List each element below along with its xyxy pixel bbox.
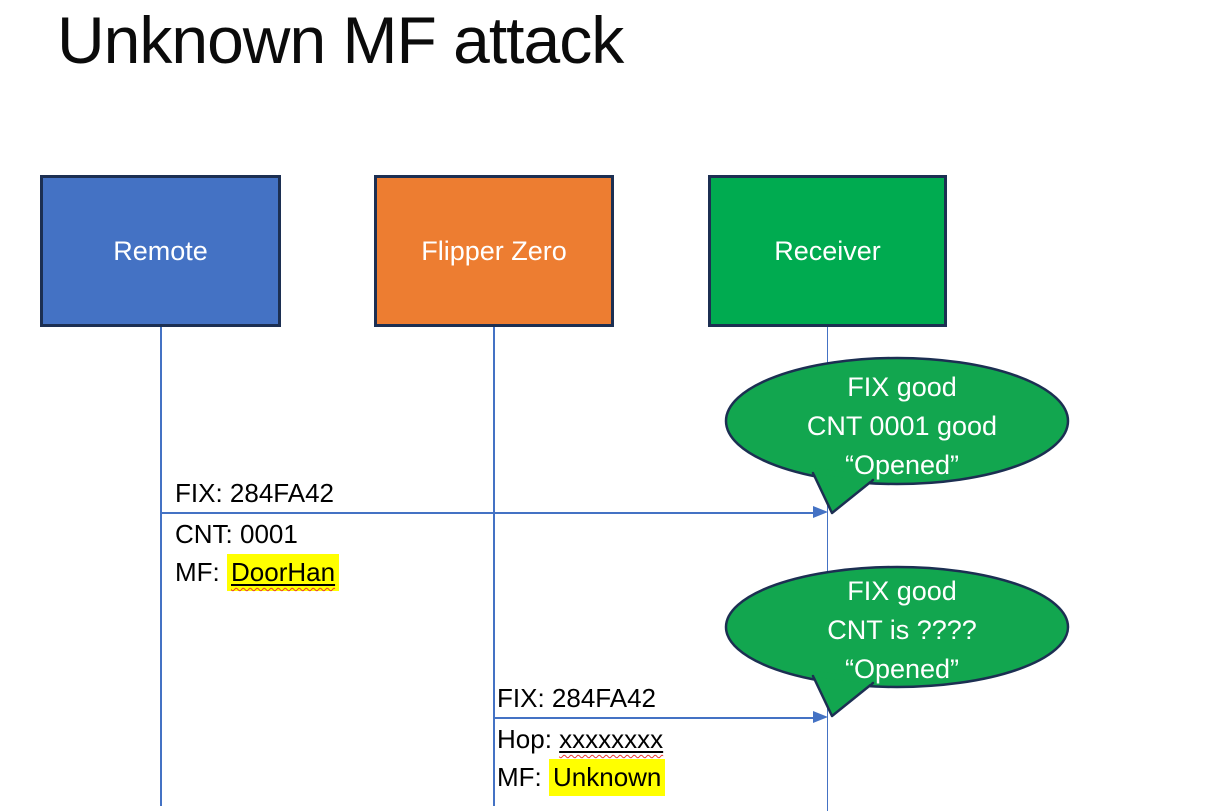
callout-2-text: FIX good CNT is ???? “Opened” (762, 572, 1042, 689)
lifeline-receiver (826, 327, 828, 811)
actor-label-remote: Remote (113, 235, 208, 266)
message-2-hop-prefix: Hop: (497, 724, 560, 754)
message-2-mf-label: MF: Unknown (497, 759, 666, 796)
actor-box-remote: Remote (40, 175, 281, 327)
message-2-mf-value: Unknown (553, 762, 662, 792)
message-1-mf-prefix: MF: (175, 557, 227, 587)
message-1-mf-label: MF: DoorHan (175, 554, 340, 591)
actor-box-flipper-zero: Flipper Zero (374, 175, 614, 327)
message-2-mf-value-highlight: Unknown (549, 759, 666, 796)
callout-1-text: FIX good CNT 0001 good “Opened” (762, 368, 1042, 485)
message-2-arrowhead-icon (813, 711, 828, 723)
message-2-fix-label: FIX: 284FA42 (497, 683, 656, 713)
lifeline-remote (160, 327, 162, 806)
callout-1-line-3: “Opened” (844, 450, 960, 480)
callout-1-line-1: FIX good (847, 372, 957, 402)
message-1-cnt-label: CNT: 0001 (175, 519, 298, 550)
callout-2-line-2: CNT is ???? (827, 615, 977, 645)
message-1-mf-value-highlight: DoorHan (227, 554, 340, 591)
callout-1-line-2: CNT 0001 good (806, 411, 998, 441)
actor-label-flipper-zero: Flipper Zero (421, 235, 567, 266)
message-2-hop-label: Hop: xxxxxxxx (497, 724, 663, 755)
callout-bubble-2 (724, 565, 1070, 718)
actor-box-receiver: Receiver (708, 175, 947, 327)
message-2-mf-prefix: MF: (497, 762, 549, 792)
message-1-cnt-value: 0001 (240, 519, 298, 549)
message-1-arrowhead-icon (813, 506, 828, 518)
callout-2-line-3: “Opened” (844, 654, 960, 684)
message-2-arrow-line (493, 717, 815, 719)
actor-label-receiver: Receiver (774, 235, 881, 266)
message-1-fix-label: FIX: 284FA42 (175, 478, 334, 508)
callout-bubble-1 (724, 356, 1070, 515)
message-2-hop-value-squiggle: xxxxxxxx (559, 724, 663, 754)
lifeline-flipper-zero (493, 327, 495, 806)
message-2-hop-value: xxxxxxxx (559, 724, 664, 754)
callout-2-line-1: FIX good (847, 576, 957, 606)
page-title: Unknown MF attack (57, 3, 624, 77)
message-1-cnt-prefix: CNT: (175, 519, 240, 549)
message-1-mf-value: DoorHan (231, 557, 336, 587)
message-1-arrow-line (160, 512, 815, 514)
